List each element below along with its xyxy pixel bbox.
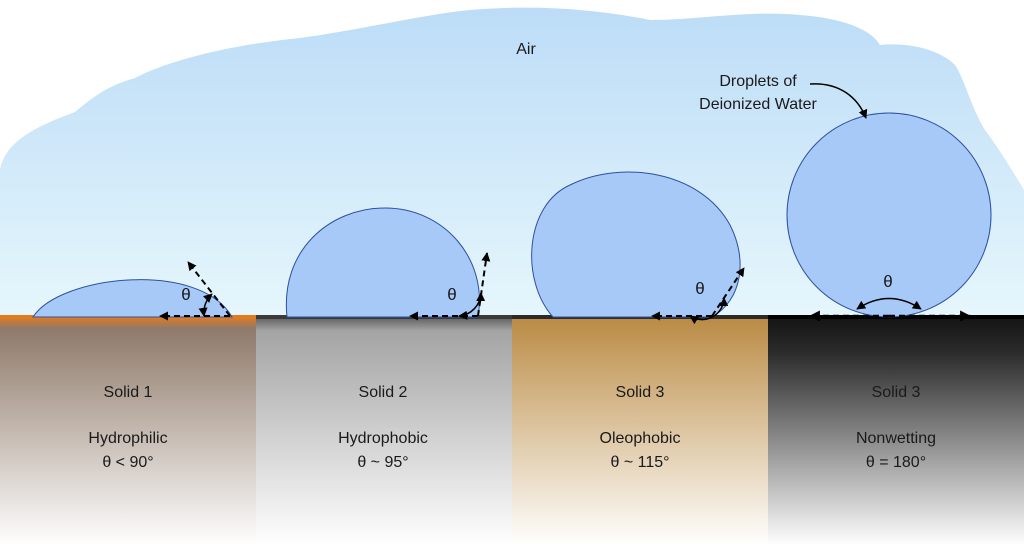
solid-angle-4: θ = 180° <box>866 454 926 471</box>
panel-labels-4: Solid 3 Nonwetting θ = 180° <box>856 384 936 471</box>
theta-label-3: θ <box>695 279 704 298</box>
angle-arc-3 <box>689 297 729 325</box>
solid-angle-1: θ < 90° <box>102 454 153 471</box>
solid-2-block <box>256 317 512 546</box>
solid-4-block <box>768 317 1024 546</box>
solid-name-1: Solid 1 <box>104 384 153 401</box>
angle-arc-4 <box>856 297 922 310</box>
callout-line-1: Droplets of <box>719 73 797 90</box>
droplet-2 <box>285 207 480 318</box>
contact-angle-1 <box>159 261 231 321</box>
solid-property-1: Hydrophilic <box>88 430 167 447</box>
solid-property-2: Hydrophobic <box>338 430 428 447</box>
solid-angle-2: θ ~ 95° <box>357 454 408 471</box>
angle-arc-1 <box>198 293 213 317</box>
callout-arrow <box>809 83 868 119</box>
tangent-arrow-1 <box>187 261 231 317</box>
contact-angle-3 <box>651 267 745 325</box>
contact-angle-4 <box>808 297 972 322</box>
callout-line-2: Deionized Water <box>699 96 817 113</box>
solid-name-2: Solid 2 <box>359 384 408 401</box>
solid-angle-3: θ ~ 115° <box>610 454 669 471</box>
theta-label-1: θ <box>181 285 190 304</box>
panel-labels-2: Solid 2 Hydrophobic θ ~ 95° <box>338 384 428 471</box>
theta-label-2: θ <box>447 285 456 304</box>
solid-property-3: Oleophobic <box>600 430 681 447</box>
solid-name-4: Solid 3 <box>872 384 921 401</box>
solid-property-4: Nonwetting <box>856 430 936 447</box>
panel-labels-1: Solid 1 Hydrophilic θ < 90° <box>88 384 167 471</box>
solid-1-block <box>0 317 256 546</box>
solid-name-3: Solid 3 <box>616 384 665 401</box>
air-region <box>0 7 1024 319</box>
theta-label-4: θ <box>883 272 892 291</box>
solid-3-block <box>512 317 768 546</box>
angle-arc-2 <box>458 292 486 320</box>
contact-angle-2 <box>409 252 491 321</box>
air-label: Air <box>516 41 536 58</box>
panel-labels-3: Solid 3 Oleophobic θ ~ 115° <box>600 384 681 471</box>
